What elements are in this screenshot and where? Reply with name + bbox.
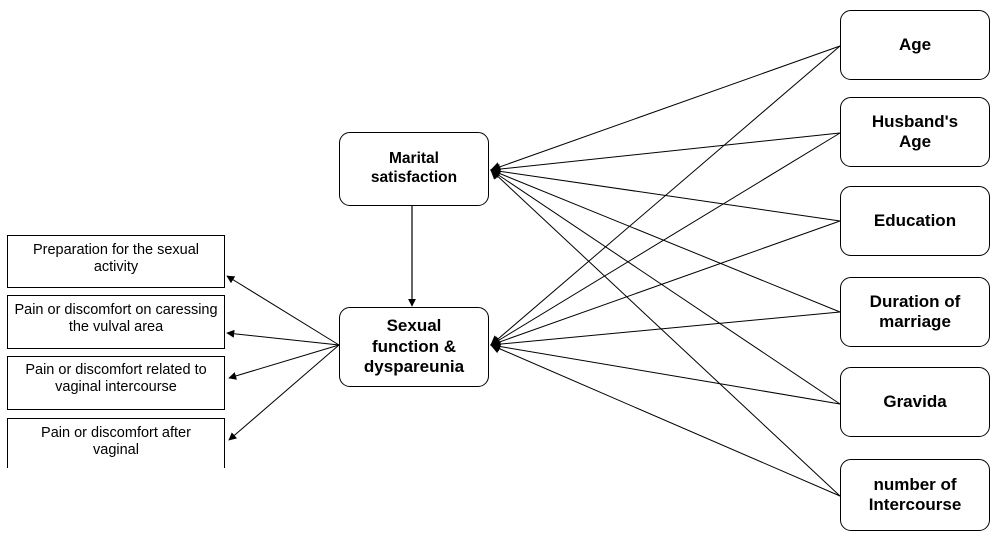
- sexual-function-node: Sexual function & dyspareunia: [339, 307, 489, 387]
- outcome-preparation: Preparation for the sexual activity: [7, 235, 225, 288]
- outcome-label: Pain or discomfort on caressing the vulv…: [14, 302, 218, 335]
- outcome-vulval-pain: Pain or discomfort on caressing the vulv…: [7, 295, 225, 349]
- predictor-marital-line-5: [490, 169, 841, 497]
- outcome-intercourse-pain: Pain or discomfort related to vaginal in…: [7, 356, 225, 410]
- predictor-label: Gravida: [883, 391, 947, 411]
- marital-satisfaction-label: Marital satisfaction: [370, 150, 458, 186]
- outcome-label: Preparation for the sexual activity: [32, 242, 200, 275]
- outcome-arrow-3: [228, 344, 340, 441]
- predictor-to-sexual-lines: [490, 45, 841, 497]
- predictor-label: Husband's Age: [871, 111, 959, 151]
- predictor-marital-line-3: [490, 168, 841, 313]
- outcome-label: Pain or discomfort related to vaginal in…: [25, 362, 207, 395]
- outcome-arrow-0: [226, 275, 340, 346]
- outcome-arrow-1: [226, 329, 340, 346]
- marital-satisfaction-node: Marital satisfaction: [339, 132, 489, 206]
- predictor-label: number of Intercourse: [868, 474, 962, 514]
- predictor-sexual-line-2: [490, 220, 841, 347]
- outcome-arrow-2: [228, 344, 340, 380]
- predictor-to-marital-lines: [490, 45, 841, 497]
- sexual-to-outcome-lines: [226, 275, 340, 441]
- predictor-label: Age: [898, 34, 932, 54]
- predictor-gravida: Gravida: [840, 367, 990, 437]
- predictor-marital-line-4: [490, 169, 841, 405]
- predictor-label: Duration of marriage: [869, 291, 961, 331]
- predictor-sexual-line-0: [490, 45, 841, 346]
- predictor-marital-line-0: [490, 45, 841, 172]
- sexual-function-label: Sexual function & dyspareunia: [363, 316, 465, 377]
- predictor-sexual-line-5: [490, 343, 841, 497]
- outcome-after-intercourse-pain: Pain or discomfort after vaginal: [7, 418, 225, 468]
- predictor-sexual-line-1: [490, 132, 841, 346]
- outcome-label: Pain or discomfort after vaginal: [41, 425, 191, 458]
- predictor-sexual-line-4: [490, 341, 841, 405]
- predictor-number-of-intercourse: number of Intercourse: [840, 459, 990, 531]
- predictor-education: Education: [840, 186, 990, 256]
- predictor-marital-line-1: [490, 132, 841, 175]
- predictor-label: Education: [873, 210, 957, 230]
- predictor-age: Age: [840, 10, 990, 80]
- predictor-sexual-line-3: [490, 311, 841, 350]
- predictor-husbands-age: Husband's Age: [840, 97, 990, 167]
- predictor-duration-of-marriage: Duration of marriage: [840, 277, 990, 347]
